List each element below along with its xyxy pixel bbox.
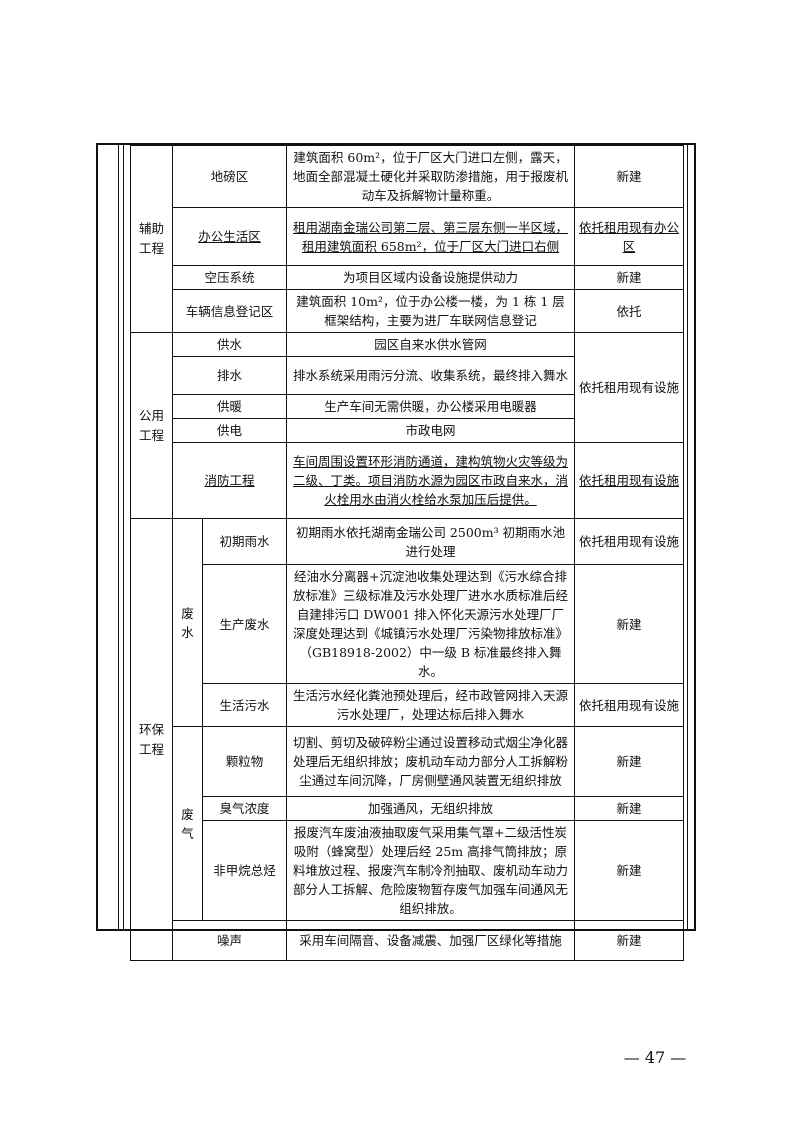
- item-status: 新建: [574, 796, 685, 821]
- table-row: 臭气浓度 加强通风，无组织排放 新建: [131, 796, 685, 821]
- table-row: 生产废水 经油水分离器+沉淀池收集处理达到《污水综合排放标准》三级标准及污水处理…: [131, 564, 685, 684]
- item-status: 新建: [574, 726, 685, 797]
- table-row: 供暖 生产车间无需供暖，办公楼采用电暖器: [131, 394, 684, 419]
- frame-line: [123, 143, 124, 931]
- item-status: 依托: [574, 289, 685, 333]
- item-status: 依托租用现有设施: [574, 442, 685, 519]
- item-name: 供电: [171, 418, 288, 443]
- category-cell: 环保 工程: [130, 518, 173, 961]
- item-desc: 租用湖南金瑞公司第二层、第三层东侧一半区域，租用建筑面积 658m²，位于厂区大…: [286, 207, 576, 266]
- frame-line: [687, 143, 688, 931]
- item-name: 办公生活区: [171, 207, 288, 266]
- item-name: 供水: [171, 332, 288, 357]
- category-cell: 公用 工程: [130, 332, 173, 519]
- item-name: 空压系统: [171, 265, 288, 290]
- table-row: 非甲烷总烃 报废汽车废油液抽取废气采用集气罩+二级活性炭吸附（蜂窝型）处理后经 …: [131, 820, 685, 921]
- item-status: 新建: [574, 145, 685, 208]
- item-name: 生活污水: [201, 683, 288, 727]
- item-status: 依托租用现有设施: [574, 518, 685, 565]
- table-row: 消防工程 车间周围设置环形消防通道，建构筑物火灾等级为二级、丁类。项目消防水源为…: [131, 442, 685, 519]
- item-desc: 市政电网: [286, 418, 576, 443]
- item-name: 供暖: [171, 394, 288, 419]
- table-row: 车辆信息登记区 建筑面积 10m²，位于办公楼一楼，为 1 栋 1 层框架结构，…: [131, 289, 685, 333]
- item-desc: 经油水分离器+沉淀池收集处理达到《污水综合排放标准》三级标准及污水处理厂进水水质…: [286, 564, 576, 684]
- item-name: 噪声: [171, 920, 288, 961]
- item-name: 非甲烷总烃: [201, 820, 288, 921]
- table-row: 排水 排水系统采用雨污分流、收集系统，最终排入舞水: [131, 356, 684, 395]
- category-cell: 辅助 工程: [130, 145, 173, 333]
- item-desc: 采用车间隔音、设备减震、加强厂区绿化等措施: [286, 920, 576, 961]
- item-desc: 切割、剪切及破碎粉尘通过设置移动式烟尘净化器处理后无组织排放；废机动车动力部分人…: [286, 726, 576, 797]
- item-status: 新建: [574, 564, 685, 684]
- item-desc: 为项目区域内设备设施提供动力: [286, 265, 576, 290]
- frame-line: [118, 143, 119, 931]
- table-row: 噪声 采用车间隔音、设备减震、加强厂区绿化等措施 新建: [131, 920, 685, 961]
- page-number: — 47 —: [623, 1048, 687, 1067]
- item-desc: 生产车间无需供暖，办公楼采用电暖器: [286, 394, 576, 419]
- item-desc: 生活污水经化粪池预处理后，经市政管网排入天源污水处理厂，处理达标后排入舞水: [286, 683, 576, 727]
- item-name: 颗粒物: [201, 726, 288, 797]
- item-desc: 加强通风，无组织排放: [286, 796, 576, 821]
- table-row: 废 气 颗粒物 切割、剪切及破碎粉尘通过设置移动式烟尘净化器处理后无组织排放；废…: [131, 726, 685, 921]
- item-status: 新建: [574, 265, 685, 290]
- item-desc: 建筑面积 10m²，位于办公楼一楼，为 1 栋 1 层框架结构，主要为进厂车联网…: [286, 289, 576, 333]
- item-name: 车辆信息登记区: [171, 289, 288, 333]
- item-name: 排水: [171, 356, 288, 395]
- table-row: 环保 工程 废 水 初期雨水 初期雨水依托湖南金瑞公司 2500m³ 初期雨水池…: [130, 518, 685, 961]
- item-status: 依托租用现有办公区: [574, 207, 685, 266]
- item-name: 生产废水: [201, 564, 288, 684]
- item-name: 地磅区: [171, 145, 288, 208]
- item-desc: 园区自来水供水管网: [286, 332, 576, 357]
- table-row: 辅助 工程 地磅区 建筑面积 60m²，位于厂区大门进口左侧，露天，地面全部混凝…: [130, 145, 685, 333]
- item-desc: 建筑面积 60m²，位于厂区大门进口左侧，露天，地面全部混凝土硬化并采取防渗措施…: [286, 145, 576, 208]
- table-row: 空压系统 为项目区域内设备设施提供动力 新建: [131, 265, 685, 290]
- item-name: 初期雨水: [201, 518, 288, 565]
- table-row: 办公生活区 租用湖南金瑞公司第二层、第三层东侧一半区域，租用建筑面积 658m²…: [131, 207, 685, 266]
- item-desc: 车间周围设置环形消防通道，建构筑物火灾等级为二级、丁类。项目消防水源为园区市政自…: [286, 442, 576, 519]
- item-status: 新建: [574, 820, 685, 921]
- item-name: 消防工程: [171, 442, 288, 519]
- subcategory-cell: 废 气: [172, 726, 203, 921]
- item-desc: 报废汽车废油液抽取废气采用集气罩+二级活性炭吸附（蜂窝型）处理后经 25m 高排…: [286, 820, 576, 921]
- item-name: 臭气浓度: [201, 796, 288, 821]
- table-row: 生活污水 生活污水经化粪池预处理后，经市政管网排入天源污水处理厂，处理达标后排入…: [131, 683, 685, 727]
- item-desc: 排水系统采用雨污分流、收集系统，最终排入舞水: [286, 356, 576, 395]
- subcategory-cell: 废 水: [172, 518, 203, 727]
- project-composition-table: 辅助 工程 地磅区 建筑面积 60m²，位于厂区大门进口左侧，露天，地面全部混凝…: [130, 145, 685, 961]
- table-row: 公用 工程 供水 园区自来水供水管网 依托租用现有设施: [130, 332, 685, 519]
- item-status: 依托租用现有设施: [574, 332, 685, 443]
- item-status: 新建: [574, 920, 685, 961]
- item-status: 依托租用现有设施: [574, 683, 685, 727]
- item-desc: 初期雨水依托湖南金瑞公司 2500m³ 初期雨水池进行处理: [286, 518, 576, 565]
